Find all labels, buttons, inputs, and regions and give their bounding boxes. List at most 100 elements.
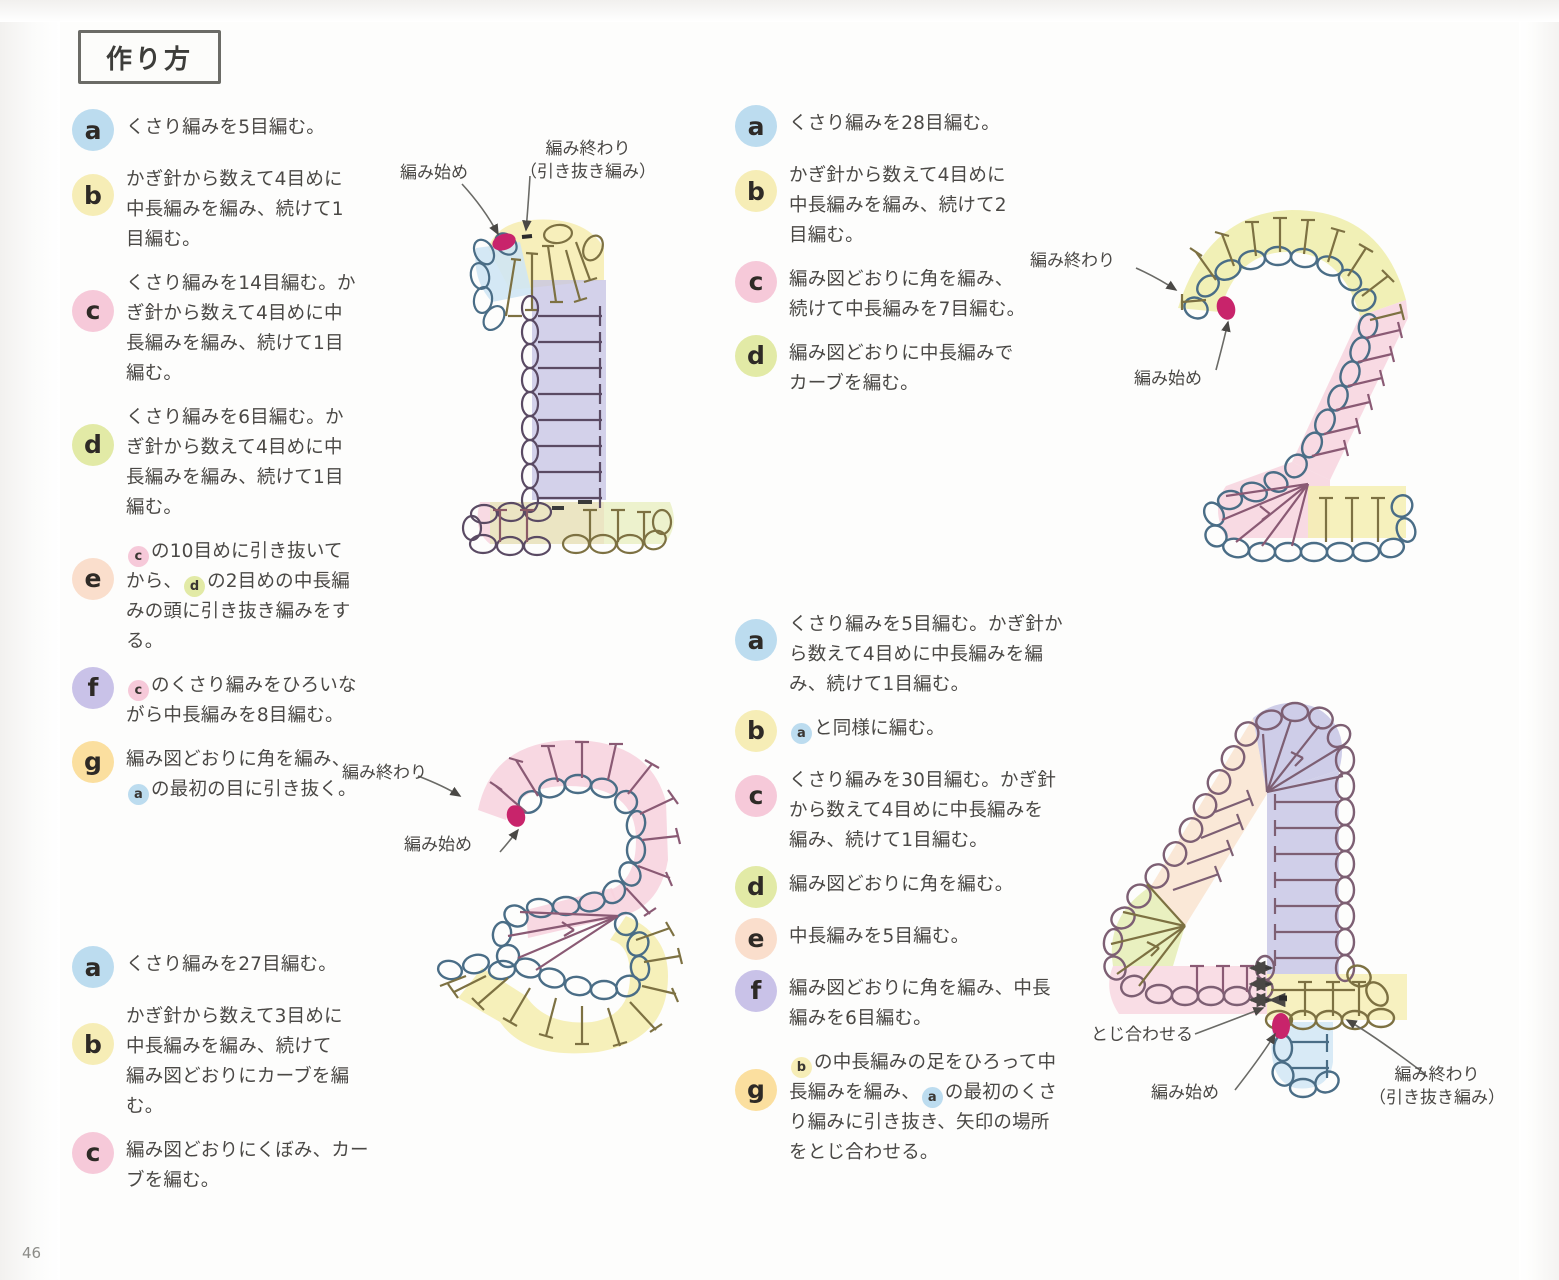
step-text: くさり編みを5目編む。かぎ針から数えて4目めに中長編みを編み、続けて1目編む。	[789, 605, 1063, 700]
step-text: くさり編みを6目編む。かぎ針から数えて4目めに中長編みを編み、続けて1目編む。	[126, 398, 344, 523]
step-text-line: くさり編みを28目編む。	[789, 113, 1000, 134]
inline-step-ref-a: a	[128, 783, 149, 805]
step-text-line: がら中長編みを8目編む。	[126, 704, 344, 726]
step-text-line: ブを編む。	[126, 1169, 220, 1191]
step-badge-c: c	[735, 260, 777, 303]
step-text-line: 編む。	[126, 496, 183, 518]
step-text-line: くさり編みを30目編む。かぎ針	[789, 769, 1057, 791]
step-badge-f: f	[735, 969, 777, 1012]
step-badge-f: f	[72, 666, 114, 709]
instruction-step-1-c: c くさり編みを14目編む。かぎ針から数えて4目めに中長編みを編み、続けて1目編む…	[72, 264, 392, 389]
step-text-line: 編み図どおりにくぼみ、カー	[126, 1139, 369, 1161]
label-end-numeral-4: 編み終わり （引き抜き編み）	[1369, 1064, 1505, 1110]
step-text-line: かぎ針から数えて3目めに	[126, 1006, 343, 1027]
inline-step-ref-c: c	[128, 545, 149, 567]
step-text: くさり編みを30目編む。かぎ針から数えて4目めに中長編みを編み、続けて1目編む。	[789, 761, 1056, 856]
inline-step-ref-d: d	[184, 575, 206, 597]
step-badge-c: c	[72, 1131, 114, 1174]
step-badge-d: d	[735, 334, 777, 377]
step-text-line: 中長編みを編み、続けて1	[126, 198, 344, 220]
step-text-line: 編み、続けて1目編む。	[789, 829, 988, 851]
step-text-line: 目編む。	[789, 224, 864, 246]
step-text-line: ぎ針から数えて4目めに中	[126, 302, 343, 324]
step-badge-b: b	[72, 174, 114, 216]
paper-edge-left	[0, 0, 60, 1280]
step-text: 編み図どおりに中長編みでカーブを編む。	[789, 334, 1013, 399]
label-end-numeral-3: 編み終わり	[342, 763, 427, 783]
step-text-line: をとじ合わせる。	[789, 1141, 939, 1163]
label-end-line1: 編み終わり	[545, 139, 631, 159]
section-title-box: 作り方	[78, 30, 221, 84]
step-text-line: くさり編みを6目編む。か	[126, 406, 344, 428]
label-join-numeral-4: とじ合わせる	[1091, 1025, 1193, 1045]
label-end-line2: （引き抜き編み）	[1369, 1087, 1505, 1108]
step-text-line: み、続けて1目編む。	[789, 673, 970, 695]
step-text: かぎ針から数えて3目めに中長編みを編み、続けて編み図どおりにカーブを編む。	[126, 997, 349, 1122]
step-badge-b: b	[735, 170, 777, 212]
step-text: くさり編みを27目編む。	[126, 945, 337, 980]
label-end-line2: （引き抜き編み）	[520, 161, 656, 182]
inline-step-ref-a: a	[921, 1086, 943, 1108]
step-badge-c: c	[72, 289, 114, 332]
step-text: くさり編みを14目編む。かぎ針から数えて4目めに中長編みを編み、続けて1目編む。	[126, 264, 356, 389]
inline-step-ref-b: b	[791, 1056, 812, 1078]
step-badge-g: g	[72, 740, 114, 783]
crochet-chart-numeral-4: とじ合わせる 編み始め 編み終わり （引き抜き編み）	[1055, 690, 1505, 1110]
step-badge-e: e	[72, 557, 114, 600]
step-text-line: かぎ針から数えて4目めに	[126, 169, 343, 190]
crochet-chart-numeral-1: 編み始め 編み終わり （引き抜き編み）	[380, 130, 700, 590]
step-text-line: ら数えて4目めに中長編みを編	[789, 643, 1044, 665]
step-text-line: 編み図どおりにカーブを編	[126, 1065, 350, 1087]
label-end-numeral-1: 編み終わり （引き抜き編み）	[520, 138, 656, 184]
step-text: 編み図どおりに角を編み、中長編みを6目編む。	[789, 969, 1051, 1034]
step-badge-g: g	[735, 1068, 777, 1111]
step-badge-b: b	[72, 1023, 114, 1065]
step-text-line: くさり編みを27目編む。	[126, 954, 337, 975]
instruction-step-4-f: f 編み図どおりに角を編み、中長編みを6目編む。	[735, 969, 1085, 1034]
label-start-numeral-1: 編み始め	[400, 163, 468, 183]
step-text-line: くさり編みを5目編む。	[126, 117, 325, 138]
step-text-line: 編み図どおりに角を編み、	[789, 268, 1014, 290]
step-text-line: 中長編みを編み、続けて	[126, 1035, 332, 1057]
step-text-line: 長編みを編み、続けて1目	[126, 466, 344, 488]
label-end-numeral-2: 編み終わり	[1030, 251, 1115, 271]
label-end-line1: 編み終わり	[1394, 1065, 1480, 1085]
step-text-line: 編み図どおりに角を編み、	[126, 748, 351, 770]
step-text-line: 長編みを編み、続けて1目	[126, 332, 344, 354]
instruction-step-2-d: d 編み図どおりに中長編みでカーブを編む。	[735, 334, 1065, 399]
step-text-line: 編む。	[126, 362, 183, 384]
step-badge-e: e	[735, 917, 777, 960]
step-badge-b: b	[735, 709, 777, 752]
instruction-list-numeral-4: a くさり編みを5目編む。かぎ針から数えて4目めに中長編みを編み、続けて1目編む。…	[735, 605, 1085, 1177]
step-text: 編み図どおりにくぼみ、カーブを編む。	[126, 1131, 369, 1196]
label-start-numeral-4: 編み始め	[1151, 1083, 1219, 1103]
step-text-line: ぎ針から数えて4目めに中	[126, 436, 343, 458]
step-badge-d: d	[72, 423, 114, 466]
step-text: 編み図どおりに角を編む。	[789, 865, 1013, 900]
step-text-line: む。	[126, 1095, 164, 1117]
instruction-step-3-b: b かぎ針から数えて3目めに中長編みを編み、続けて編み図どおりにカーブを編む。	[72, 997, 402, 1122]
page-number: 46	[22, 1244, 42, 1262]
